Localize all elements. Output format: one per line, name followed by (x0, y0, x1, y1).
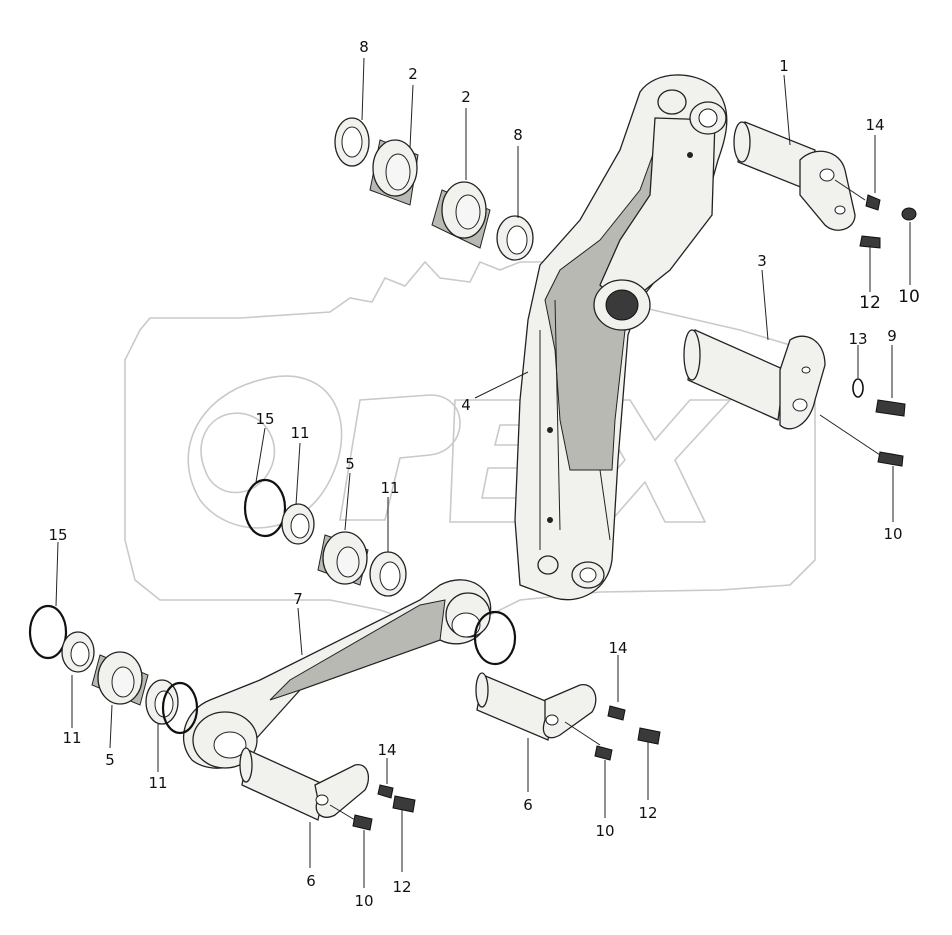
callout-10: 10 (595, 822, 614, 840)
callout-9: 9 (887, 327, 897, 345)
pin-part-6-right (475, 672, 597, 741)
callout-10: 10 (898, 287, 920, 307)
callout-11: 11 (380, 479, 399, 497)
callout-8: 8 (513, 126, 523, 144)
callout-5: 5 (345, 455, 355, 473)
middle-bushing-group (243, 478, 407, 597)
callout-14: 14 (608, 639, 627, 657)
callout-12: 12 (392, 878, 411, 896)
callout-13: 13 (848, 330, 867, 348)
callout-10: 10 (883, 525, 902, 543)
callout-11: 11 (290, 424, 309, 442)
bolts-and-washers (352, 194, 917, 831)
pin-part-6-left (239, 747, 369, 821)
callout-12: 12 (638, 804, 657, 822)
callout-8: 8 (359, 38, 369, 56)
callout-4: 4 (461, 396, 471, 414)
boom-arm-part-4 (514, 74, 728, 601)
callout-6: 6 (523, 796, 533, 814)
callout-1: 1 (779, 57, 789, 75)
callout-12: 12 (859, 293, 881, 313)
callout-15: 15 (255, 410, 274, 428)
callout-2: 2 (461, 88, 471, 106)
callout-7: 7 (293, 590, 303, 608)
callout-14: 14 (377, 741, 396, 759)
callout-6: 6 (306, 872, 316, 890)
callout-3: 3 (757, 252, 767, 270)
callout-11: 11 (148, 774, 167, 792)
pin-part-3 (683, 329, 826, 430)
pin-part-1 (733, 121, 856, 231)
callout-15: 15 (48, 526, 67, 544)
callout-labels: 8 2 2 8 1 14 12 10 3 13 9 10 4 15 11 5 1… (48, 38, 919, 910)
callout-5: 5 (105, 751, 115, 769)
callout-14: 14 (865, 116, 884, 134)
callout-2: 2 (408, 65, 418, 83)
left-bushing-group (28, 604, 517, 735)
leader-lines (55, 57, 911, 888)
link-arm-part-7 (183, 579, 492, 769)
callout-11: 11 (62, 729, 81, 747)
callout-10: 10 (354, 892, 373, 910)
watermark-logo (124, 260, 816, 626)
upper-bushing-group (334, 117, 534, 261)
